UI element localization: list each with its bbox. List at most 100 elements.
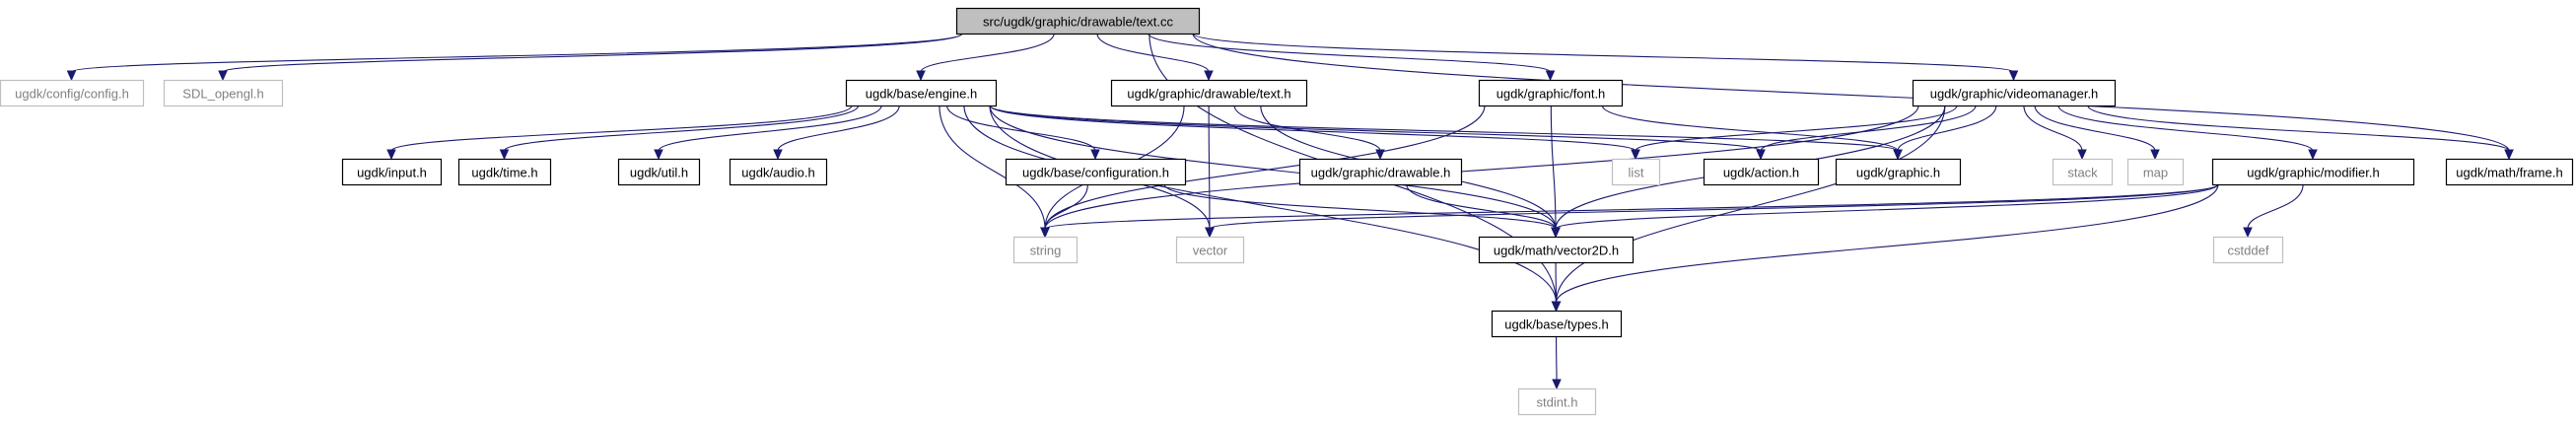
node-types[interactable]: ugdk/base/types.h: [1491, 310, 1623, 338]
node-graphic[interactable]: ugdk/graphic.h: [1835, 158, 1962, 186]
edge-videomgr-to-action: [1756, 105, 1977, 161]
node-box: [1611, 158, 1661, 186]
node-label: ugdk/base/types.h: [1504, 317, 1609, 332]
node-box: [1703, 158, 1820, 186]
edge-videomgr-to-stack: [2023, 105, 2087, 161]
node-label: ugdk/graphic.h: [1856, 166, 1940, 180]
node-audio[interactable]: ugdk/audio.h: [729, 158, 828, 186]
node-box: [1478, 236, 1635, 264]
edge-dtext-to-drawable: [1233, 105, 1385, 161]
edge-videomgr-to-types: [1551, 105, 1946, 313]
edge-root-to-font: [1148, 33, 1556, 82]
node-box: [2212, 236, 2284, 264]
node-box: [1517, 387, 1597, 416]
node-box: [2126, 158, 2185, 186]
node-box: [2052, 158, 2114, 186]
node-label: ugdk/action.h: [1723, 166, 1799, 180]
edge-modifier-to-types: [1551, 183, 2219, 313]
node-label: ugdk/time.h: [471, 166, 537, 180]
edge-engine-to-input: [386, 105, 853, 161]
edge-root-to-dtext: [1096, 33, 1214, 82]
node-box: [1478, 79, 1624, 107]
edge-drawable-to-vector2d: [1406, 183, 1561, 239]
edge-engine-to-audio: [773, 105, 900, 161]
node-time[interactable]: ugdk/time.h: [457, 158, 552, 186]
node-action[interactable]: ugdk/action.h: [1703, 158, 1820, 186]
edge-videomgr-to-modifier: [2057, 105, 2318, 161]
node-box: [845, 79, 998, 107]
node-label: ugdk/math/frame.h: [2456, 166, 2562, 180]
node-drawable[interactable]: ugdk/graphic/drawable.h: [1298, 158, 1463, 186]
edge-engine-to-util: [654, 105, 882, 161]
edge-videomgr-to-frame: [2087, 105, 2514, 161]
edge-modifier-to-vector2d: [1551, 183, 2219, 239]
node-box: [341, 158, 443, 186]
node-box: [1012, 236, 1079, 264]
node-box: [2211, 158, 2415, 186]
node-box: [1298, 158, 1463, 186]
node-util[interactable]: ugdk/util.h: [617, 158, 701, 186]
node-sdl[interactable]: SDL_opengl.h: [163, 79, 284, 107]
node-modifier[interactable]: ugdk/graphic/modifier.h: [2211, 158, 2415, 186]
node-label: string: [1030, 244, 1062, 258]
node-box: [729, 158, 828, 186]
node-label: ugdk/config/config.h: [15, 87, 129, 102]
node-label: ugdk/graphic/modifier.h: [2247, 166, 2379, 180]
node-box: [1912, 79, 2117, 107]
node-label: ugdk/graphic/font.h: [1497, 87, 1606, 102]
node-config[interactable]: ugdk/config/config.h: [0, 79, 145, 107]
node-label: ugdk/graphic/drawable.h: [1311, 166, 1451, 180]
node-dtext[interactable]: ugdk/graphic/drawable/text.h: [1110, 79, 1308, 107]
node-vector2d[interactable]: ugdk/math/vector2D.h: [1478, 236, 1635, 264]
node-box: [1175, 236, 1245, 264]
edge-root-to-videomgr: [1192, 33, 2019, 82]
node-label: ugdk/util.h: [630, 166, 688, 180]
edge-videomgr-to-list: [1631, 105, 1958, 161]
edge-types-to-stdint: [1552, 335, 1562, 390]
node-label: ugdk/graphic/videomanager.h: [1930, 87, 2099, 102]
node-configuration[interactable]: ugdk/base/configuration.h: [1005, 158, 1187, 186]
edge-videomgr-to-graphic: [1893, 105, 1997, 161]
node-vector[interactable]: vector: [1175, 236, 1245, 264]
edge-modifier-to-cstddef: [2243, 183, 2304, 239]
node-label: map: [2143, 166, 2168, 180]
node-stdint[interactable]: stdint.h: [1517, 387, 1597, 416]
node-label: ugdk/base/engine.h: [866, 87, 977, 102]
node-list[interactable]: list: [1611, 158, 1661, 186]
node-box: [1005, 158, 1187, 186]
node-frame[interactable]: ugdk/math/frame.h: [2445, 158, 2574, 186]
edge-engine-to-time: [499, 105, 860, 161]
node-label: stdint.h: [1537, 395, 1578, 410]
node-label: src/ugdk/graphic/drawable/text.cc: [983, 15, 1173, 30]
node-label: ugdk/graphic/drawable/text.h: [1127, 87, 1290, 102]
edge-engine-to-configuration: [946, 105, 1100, 161]
node-box: [955, 7, 1201, 35]
edge-modifier-to-string: [1040, 183, 2219, 239]
edge-root-to-config: [66, 33, 963, 82]
node-label: ugdk/base/configuration.h: [1022, 166, 1169, 180]
node-label: list: [1629, 166, 1644, 180]
edge-font-to-vector2d: [1550, 105, 1561, 239]
edge-modifier-to-vector: [1205, 183, 2219, 239]
node-label: ugdk/input.h: [357, 166, 427, 180]
node-engine[interactable]: ugdk/base/engine.h: [845, 79, 998, 107]
node-string[interactable]: string: [1012, 236, 1079, 264]
node-box: [163, 79, 284, 107]
edge-vector2d-to-types: [1551, 261, 1562, 313]
node-videomgr[interactable]: ugdk/graphic/videomanager.h: [1912, 79, 2117, 107]
edge-root-to-engine: [916, 33, 1055, 82]
node-box: [1491, 310, 1623, 338]
node-stack[interactable]: stack: [2052, 158, 2114, 186]
node-box: [1110, 79, 1308, 107]
node-input[interactable]: ugdk/input.h: [341, 158, 443, 186]
node-box: [2445, 158, 2574, 186]
node-box: [457, 158, 552, 186]
node-root[interactable]: src/ugdk/graphic/drawable/text.cc: [955, 7, 1201, 35]
node-label: SDL_opengl.h: [182, 87, 263, 102]
edge-root-to-sdl: [218, 33, 963, 82]
node-font[interactable]: ugdk/graphic/font.h: [1478, 79, 1624, 107]
node-cstddef[interactable]: cstddef: [2212, 236, 2284, 264]
node-label: vector: [1193, 244, 1228, 258]
node-map[interactable]: map: [2126, 158, 2185, 186]
